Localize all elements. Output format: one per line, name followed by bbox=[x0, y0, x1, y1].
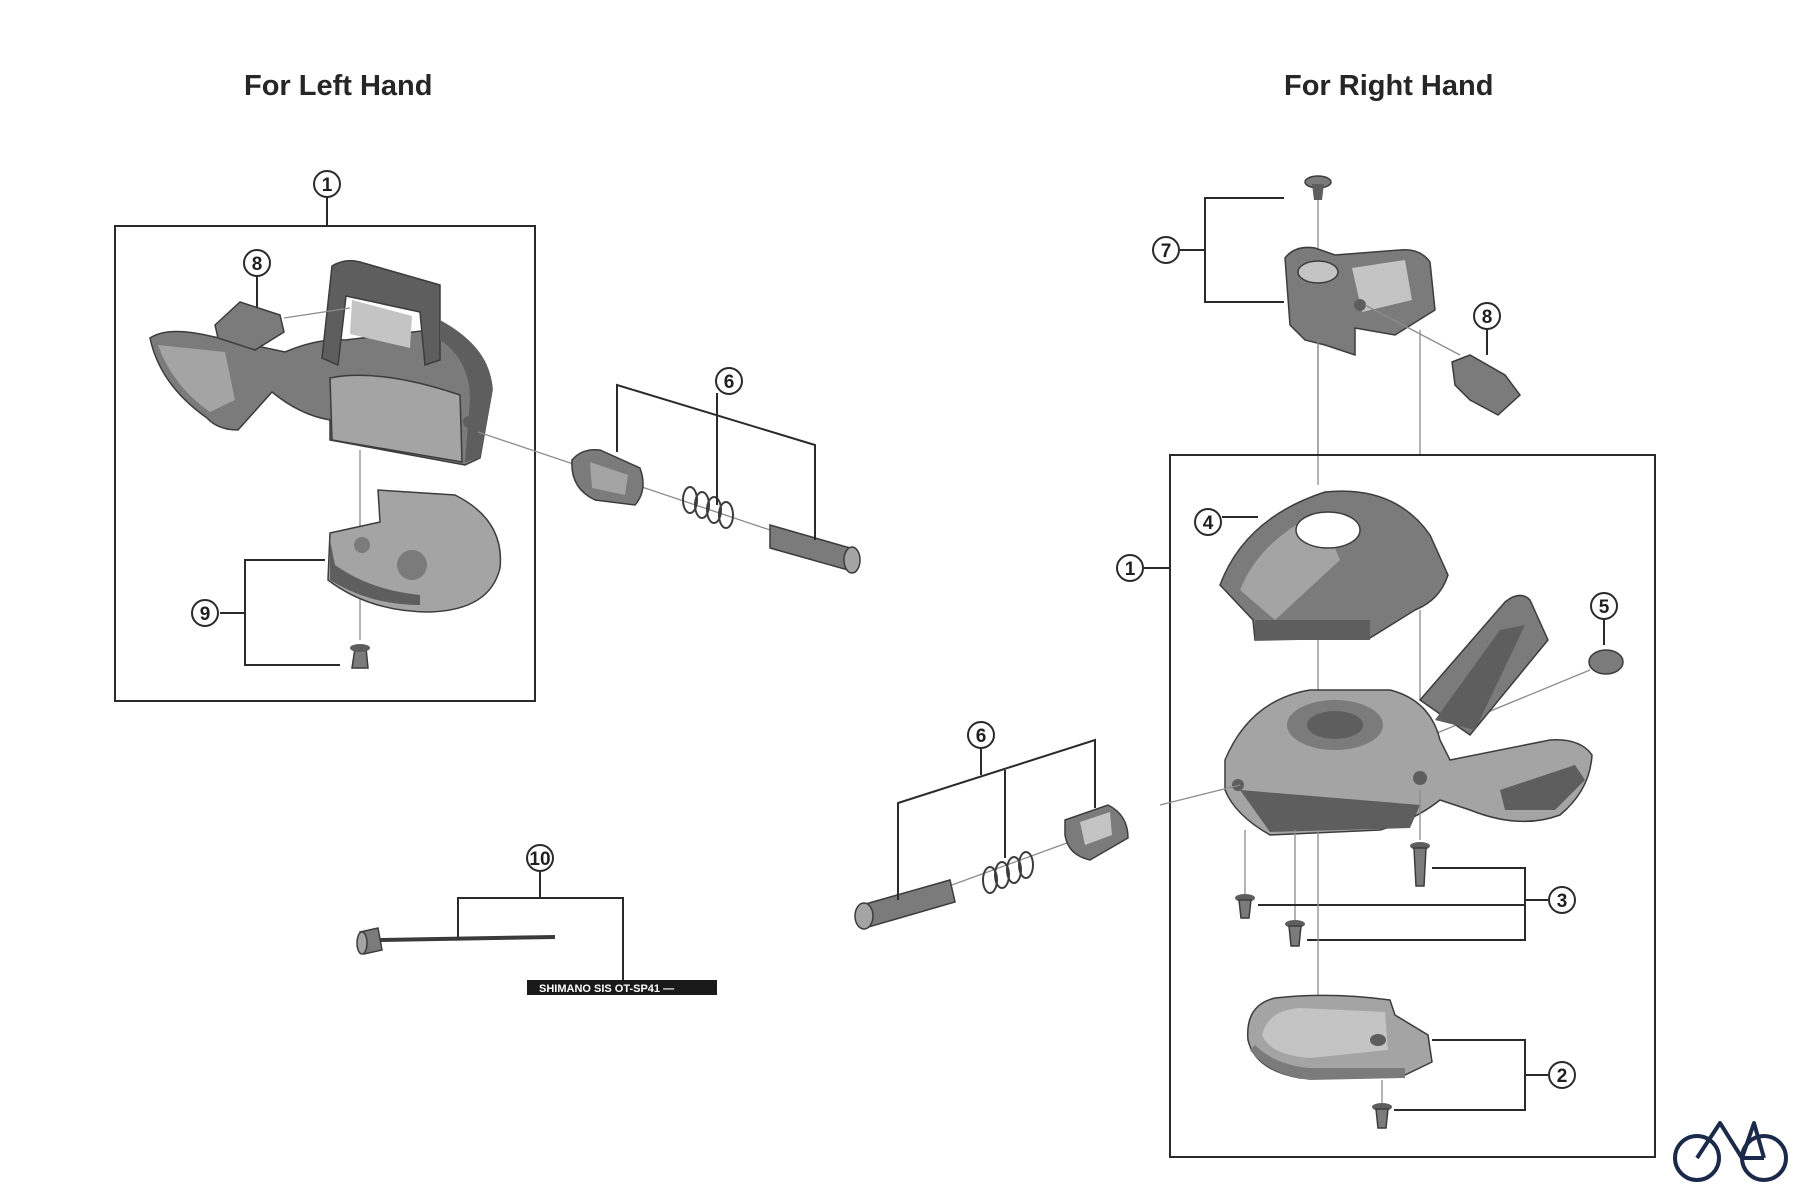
callout-right-3 bbox=[1548, 886, 1576, 914]
callout-right-7-label: 7 bbox=[1161, 241, 1172, 262]
callout-right-1-label: 1 bbox=[1125, 559, 1136, 580]
callout-right-5-label: 5 bbox=[1599, 597, 1610, 618]
screw bbox=[1372, 1103, 1392, 1129]
callout-right-1 bbox=[1116, 554, 1144, 582]
right-shifter-body bbox=[1224, 594, 1593, 836]
callout-left-1 bbox=[313, 170, 341, 198]
screw bbox=[1285, 920, 1305, 947]
callout-right-4-label: 4 bbox=[1203, 513, 1214, 534]
callout-left-6 bbox=[715, 367, 743, 395]
left-part-6-barrel-adjuster: 6 bbox=[477, 367, 861, 574]
heading-right-hand: For Right Hand bbox=[1284, 70, 1494, 102]
callout-left-8-label: 8 bbox=[252, 254, 263, 275]
screw bbox=[1235, 894, 1255, 919]
left-shifter-body bbox=[149, 259, 493, 466]
callout-right-2 bbox=[1548, 1061, 1576, 1089]
left-hand-assembly: 1 8 bbox=[114, 170, 861, 995]
screw bbox=[1410, 842, 1430, 887]
right-part-7-clamp-band: 7 bbox=[1152, 175, 1436, 485]
left-part-9-base-plate: 9 bbox=[191, 450, 502, 669]
callout-right-8-label: 8 bbox=[1482, 307, 1493, 328]
right-part-5-cap: 5 bbox=[1419, 592, 1624, 741]
left-part-8-clamp: 8 bbox=[214, 249, 351, 351]
callout-left-6-label: 6 bbox=[724, 372, 735, 393]
right-part-3-screws: 3 bbox=[1235, 790, 1576, 947]
right-hand-assembly: 7 8 1 4 bbox=[854, 175, 1656, 1158]
left-part-10-cable: 10 SHIMANO SIS OT-SP41 — bbox=[356, 844, 717, 995]
right-part-6-barrel-adjuster: 6 bbox=[854, 721, 1241, 930]
callout-right-6-label: 6 bbox=[976, 726, 987, 747]
cable-housing bbox=[527, 980, 717, 995]
callout-left-9-label: 9 bbox=[200, 604, 211, 625]
callout-right-3-label: 3 bbox=[1557, 891, 1568, 912]
callout-right-4 bbox=[1194, 508, 1222, 536]
callout-left-1-label: 1 bbox=[322, 175, 333, 196]
right-assembly-box bbox=[1169, 454, 1656, 1158]
right-part-2-base-plate: 2 bbox=[1247, 830, 1576, 1129]
cable-housing-label: SHIMANO SIS OT-SP41 — bbox=[539, 983, 674, 995]
right-part-4-cover: 4 bbox=[1194, 490, 1449, 705]
callout-10-label: 10 bbox=[529, 849, 550, 870]
heading-left-hand: For Left Hand bbox=[244, 70, 433, 102]
left-assembly-box bbox=[114, 225, 536, 702]
callout-right-6 bbox=[967, 721, 995, 749]
callout-left-8 bbox=[243, 249, 271, 277]
bicycle-icon bbox=[1673, 1121, 1788, 1182]
callout-right-2-label: 2 bbox=[1557, 1066, 1568, 1087]
callout-right-7 bbox=[1152, 236, 1180, 264]
callout-left-9 bbox=[191, 599, 219, 627]
right-part-8-clamp: 8 bbox=[1364, 302, 1522, 416]
